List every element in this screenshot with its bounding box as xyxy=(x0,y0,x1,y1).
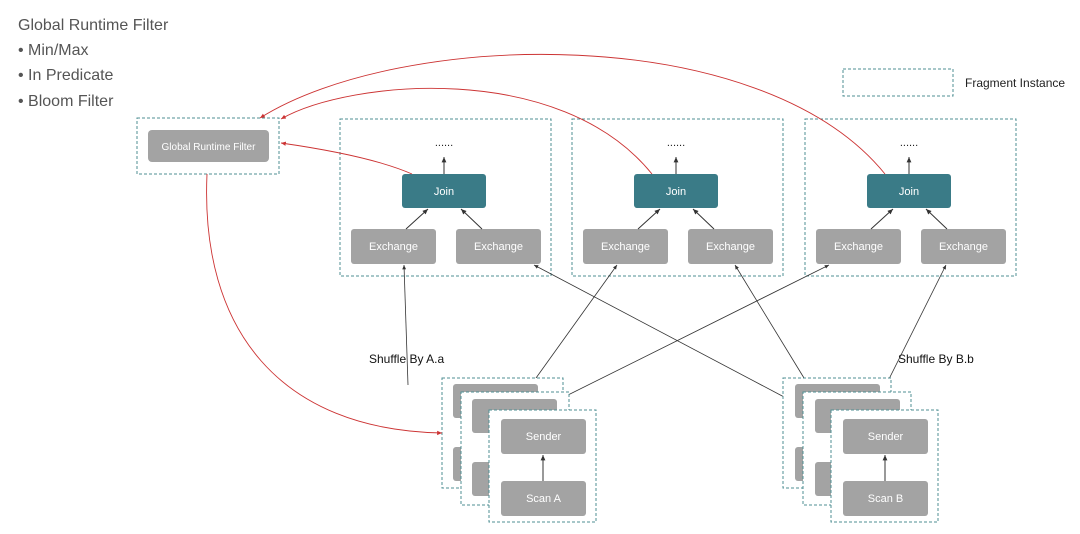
join-label-3: Join xyxy=(899,186,919,198)
stack-b-sender-3 xyxy=(843,419,928,454)
shuffle-line-b-3 xyxy=(885,264,947,386)
exchange-node-3a xyxy=(816,229,901,264)
shuffle-label-b: Shuffle By B.b xyxy=(898,352,974,366)
shuffle-label-a: Shuffle By A.a xyxy=(369,352,445,366)
rf-arrow-join1-to-grf xyxy=(280,141,413,175)
grf-frame xyxy=(136,117,280,175)
rf-arrow-join3-to-grf xyxy=(259,53,886,175)
exchange-label-1b: Exchange xyxy=(474,241,523,253)
fragment-frame-1 xyxy=(339,118,552,277)
stack-a-scan-label-3: Scan A xyxy=(526,493,562,505)
legend-bullet-minmax: • Min/Max xyxy=(18,42,89,59)
legend-title: Global Runtime Filter xyxy=(18,17,169,34)
shuffle-line-b-2 xyxy=(734,264,805,379)
exchange-label-3a: Exchange xyxy=(834,241,883,253)
legend-bullet-text: Bloom Filter xyxy=(28,93,114,110)
legend-bullet-text: Min/Max xyxy=(28,42,89,59)
grf-node xyxy=(148,130,269,162)
stack-b-sender-label-3: Sender xyxy=(868,431,904,443)
shuffle-line-a-2 xyxy=(535,264,618,379)
rf-arrow-join2-to-grf xyxy=(280,87,653,175)
ellipsis-1: ...... xyxy=(435,137,453,149)
stack-b-layer-3: Sender Scan B xyxy=(830,409,939,523)
join-label-1: Join xyxy=(434,186,454,198)
ellipsis-2: ...... xyxy=(667,137,685,149)
legend-fragment-frame xyxy=(842,68,954,97)
legend-bullet-bloom-filter: • Bloom Filter xyxy=(18,93,114,110)
edge-exchange-join-2a xyxy=(637,208,661,230)
edge-exchange-join-2b xyxy=(692,208,715,230)
shuffle-line-a-3 xyxy=(561,264,830,399)
exchange-node-1b xyxy=(456,229,541,264)
ellipsis-3: ...... xyxy=(900,137,918,149)
stack-a-sender-label-3: Sender xyxy=(526,431,562,443)
shuffle-line-a-1 xyxy=(402,264,409,386)
exchange-node-3b xyxy=(921,229,1006,264)
fragment-frame-2 xyxy=(571,118,784,277)
exchange-node-1a xyxy=(351,229,436,264)
legend-bullet-text: In Predicate xyxy=(28,67,114,84)
join-node-2 xyxy=(634,174,718,208)
join-label-2: Join xyxy=(666,186,686,198)
edge-exchange-join-1b xyxy=(460,208,483,230)
grf-node-label: Global Runtime Filter xyxy=(162,142,257,153)
join-node-1 xyxy=(402,174,486,208)
fragment-instance-label: Fragment Instance xyxy=(965,76,1066,90)
rf-arrow-grf-to-scan-a xyxy=(206,173,443,436)
exchange-label-2a: Exchange xyxy=(601,241,650,253)
edge-exchange-join-3b xyxy=(925,208,948,230)
fragment-frame-3 xyxy=(804,118,1017,277)
exchange-label-2b: Exchange xyxy=(706,241,755,253)
stack-a-sender-3 xyxy=(501,419,586,454)
exchange-label-3b: Exchange xyxy=(939,241,988,253)
stack-a-layer-3: Sender Scan A xyxy=(488,409,597,523)
edge-exchange-join-1a xyxy=(405,208,429,230)
shuffle-line-b-1 xyxy=(533,264,787,399)
stack-a-scan-3 xyxy=(501,481,586,516)
exchange-label-1a: Exchange xyxy=(369,241,418,253)
exchange-node-2b xyxy=(688,229,773,264)
exchange-node-2a xyxy=(583,229,668,264)
stack-b-scan-3 xyxy=(843,481,928,516)
legend-bullet-in-predicate: • In Predicate xyxy=(18,67,114,84)
join-node-3 xyxy=(867,174,951,208)
edge-exchange-join-3a xyxy=(870,208,894,230)
stack-b-scan-label-3: Scan B xyxy=(868,493,903,505)
